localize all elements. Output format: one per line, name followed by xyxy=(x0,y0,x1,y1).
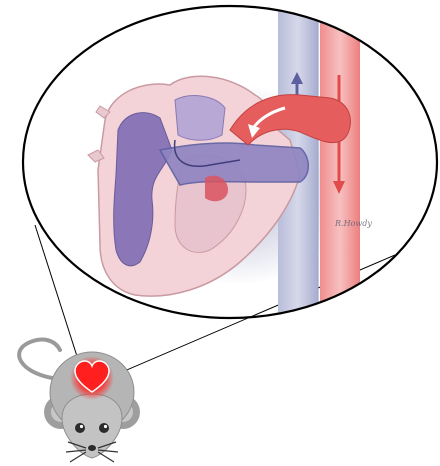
zoom-line-left xyxy=(35,225,83,375)
heart-cross-section-icon xyxy=(88,0,360,330)
mouse-icon xyxy=(19,339,140,462)
pulmonary-vessel xyxy=(160,143,308,185)
artist-signature: R.Howdy xyxy=(335,219,372,228)
atrium-chamber xyxy=(175,96,225,141)
